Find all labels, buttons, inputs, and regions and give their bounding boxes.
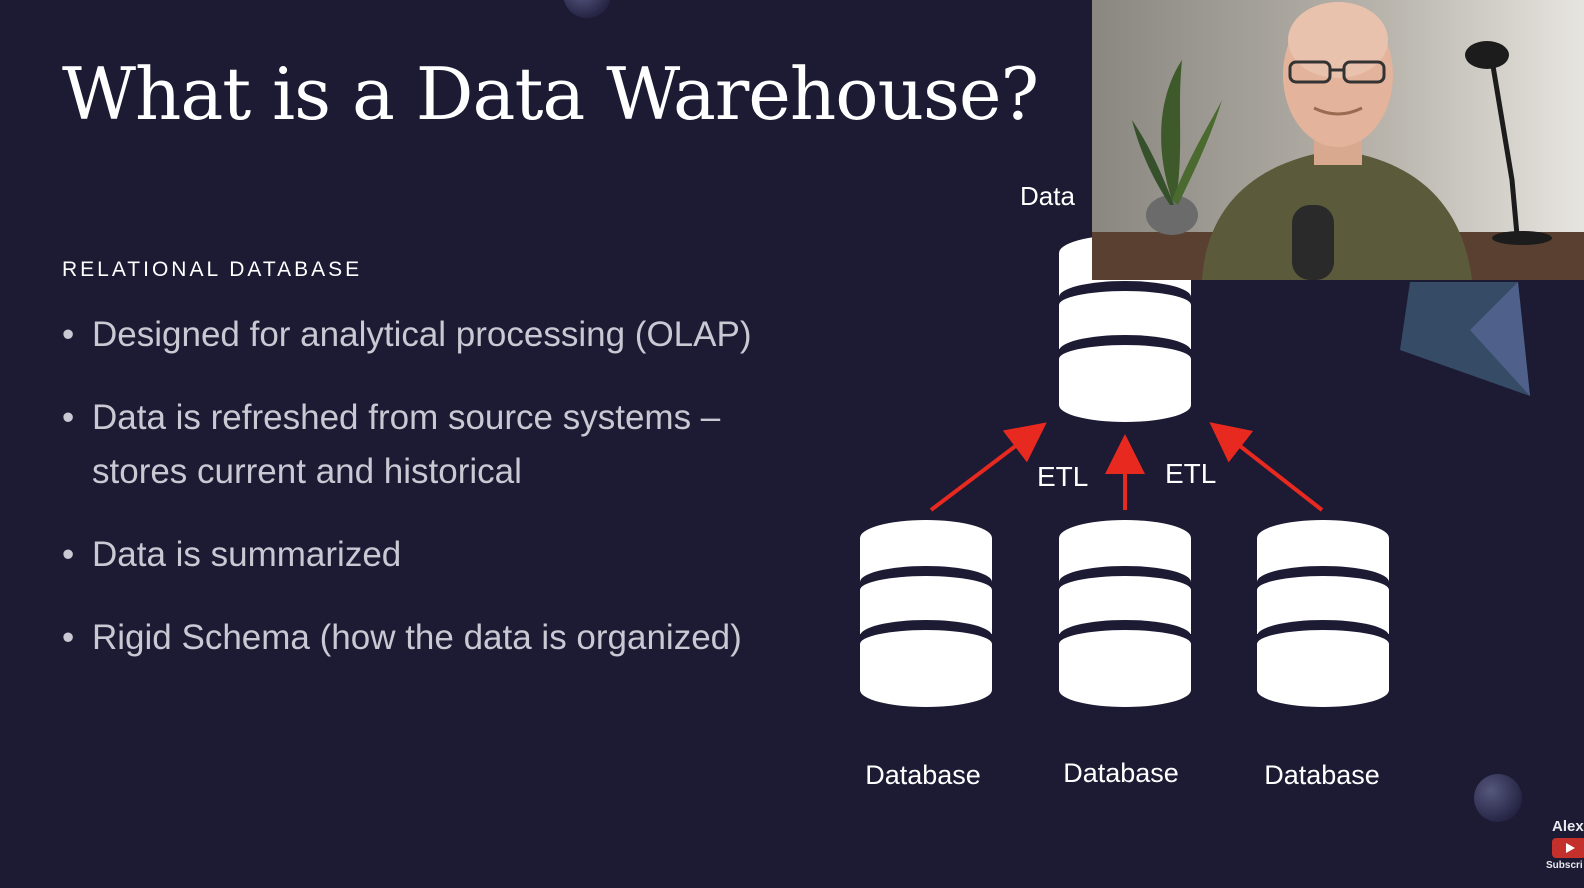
bullet-text: Designed for analytical processing (OLAP… xyxy=(92,315,752,354)
presenter-webcam xyxy=(1092,0,1584,280)
bullet-list: • Designed for analytical processing (OL… xyxy=(62,308,802,694)
etl-label-left: ETL xyxy=(1037,461,1088,492)
youtube-play-icon xyxy=(1552,838,1584,858)
source-label: Database xyxy=(1063,758,1179,788)
decorative-orb xyxy=(563,0,611,18)
subscribe-label: Subscri xyxy=(1546,860,1583,871)
bullet-dot: • xyxy=(62,398,75,437)
etl-label-right: ETL xyxy=(1165,458,1216,489)
source-database-icon xyxy=(860,520,992,707)
channel-name: Alex xyxy=(1552,818,1584,835)
bullet-text: Data is refreshed from source systems – … xyxy=(92,398,721,491)
source-label: Database xyxy=(1264,760,1380,790)
bullet-item: • Rigid Schema (how the data is organize… xyxy=(62,611,802,665)
bullet-item: • Data is refreshed from source systems … xyxy=(62,391,802,499)
etl-arrow-right xyxy=(1209,422,1324,512)
section-label: RELATIONAL DATABASE xyxy=(62,258,363,281)
bullet-text: Rigid Schema (how the data is organized) xyxy=(92,618,742,657)
decorative-orb xyxy=(1474,774,1522,822)
bullet-dot: • xyxy=(62,535,75,574)
source-label: Database xyxy=(865,760,981,790)
bullet-text: Data is summarized xyxy=(92,535,402,574)
source-database-icon xyxy=(1257,520,1389,707)
page-title: What is a Data Warehouse? xyxy=(62,52,1039,136)
source-database-icon xyxy=(1059,520,1191,707)
etl-arrow-left xyxy=(929,422,1047,512)
bullet-item: • Designed for analytical processing (OL… xyxy=(62,308,802,362)
bullet-item: • Data is summarized xyxy=(62,528,802,582)
webcam-image xyxy=(1092,0,1584,280)
decorative-cone-shade xyxy=(1470,282,1530,396)
channel-watermark[interactable]: Alex Subscri xyxy=(1540,818,1584,878)
warehouse-label: Data xyxy=(1020,181,1075,211)
bullet-dot: • xyxy=(62,618,75,657)
bullet-dot: • xyxy=(62,315,75,354)
